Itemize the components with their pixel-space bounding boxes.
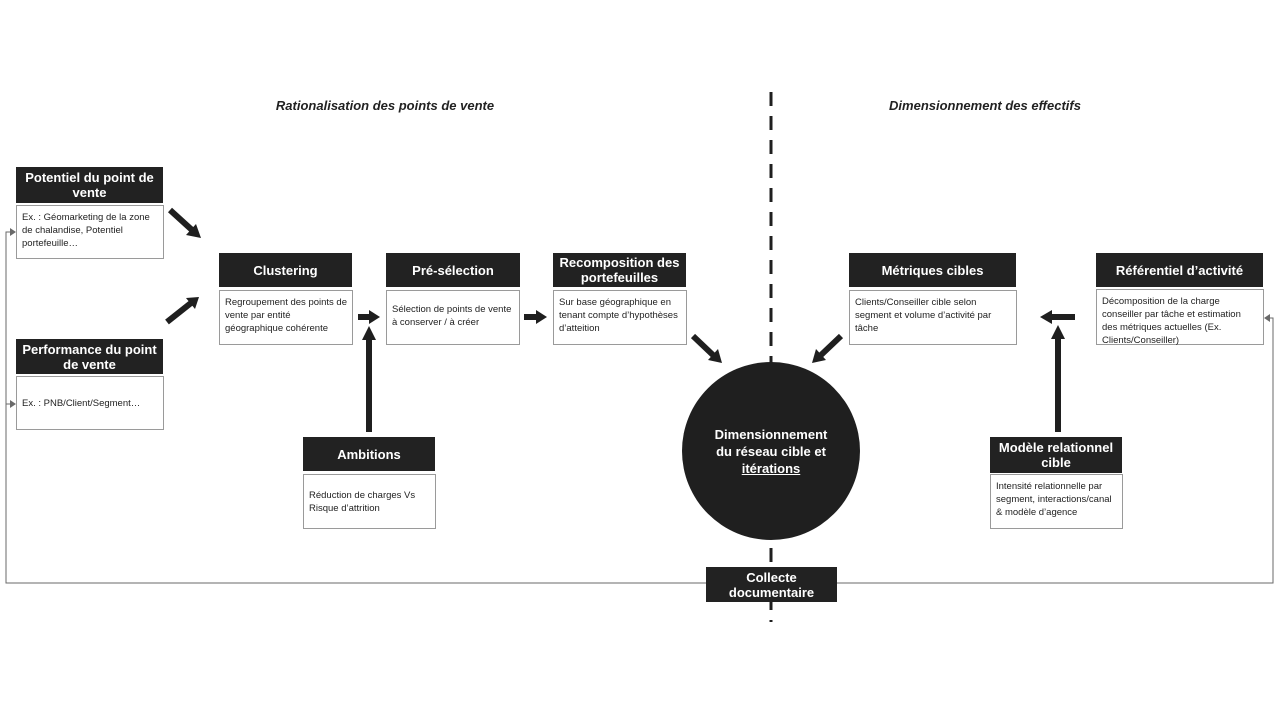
recomposition-title: Recomposition des portefeuilles [553,253,686,287]
ambitions-description: Réduction de charges Vs Risque d’attriti… [303,474,436,529]
center-line-1: Dimensionnement [714,426,828,442]
center-line-2: du réseau cible et [716,443,826,459]
clustering-description: Regroupement des points de vente par ent… [219,290,353,345]
recomposition-description: Sur base géographique en tenant compte d… [553,290,687,345]
arrow-potentiel-to-clustering [167,207,195,233]
preselection-title: Pré-sélection [386,253,520,287]
clustering-title: Clustering [219,253,352,287]
arrow-recomposition-to-center [690,333,716,358]
reseau-cible-circle: Dimensionnement du réseau cible et itéra… [682,362,860,540]
metriques-description: Clients/Conseiller cible selon segment e… [849,290,1017,345]
referentiel-title: Référentiel d’activité [1096,253,1263,287]
section-title-right: Dimensionnement des effectifs [889,98,1081,113]
arrow-performance-to-clustering [165,300,193,325]
modele-title: Modèle relationnel cible [990,437,1122,473]
feedback-arrowheads [10,228,1270,408]
ambitions-title: Ambitions [303,437,435,471]
potentiel-description: Ex. : Géomarketing de la zone de chaland… [16,205,164,259]
metriques-title: Métriques cibles [849,253,1016,287]
arrow-metriques-to-center [818,333,844,358]
potentiel-title: Potentiel du point de vente [16,167,163,203]
preselection-description: Sélection de points de vente à conserver… [386,290,520,345]
performance-description: Ex. : PNB/Client/Segment… [16,376,164,430]
arrowheads [186,224,1065,363]
center-line-3: itérations [741,460,801,476]
section-title-left: Rationalisation des points de vente [275,98,495,113]
performance-title: Performance du point de vente [16,339,163,374]
referentiel-description: Décomposition de la charge conseiller pa… [1096,289,1264,346]
modele-description: Intensité relationnelle par segment, int… [990,474,1123,529]
collecte-documentaire-label: Collecte documentaire [706,567,837,602]
